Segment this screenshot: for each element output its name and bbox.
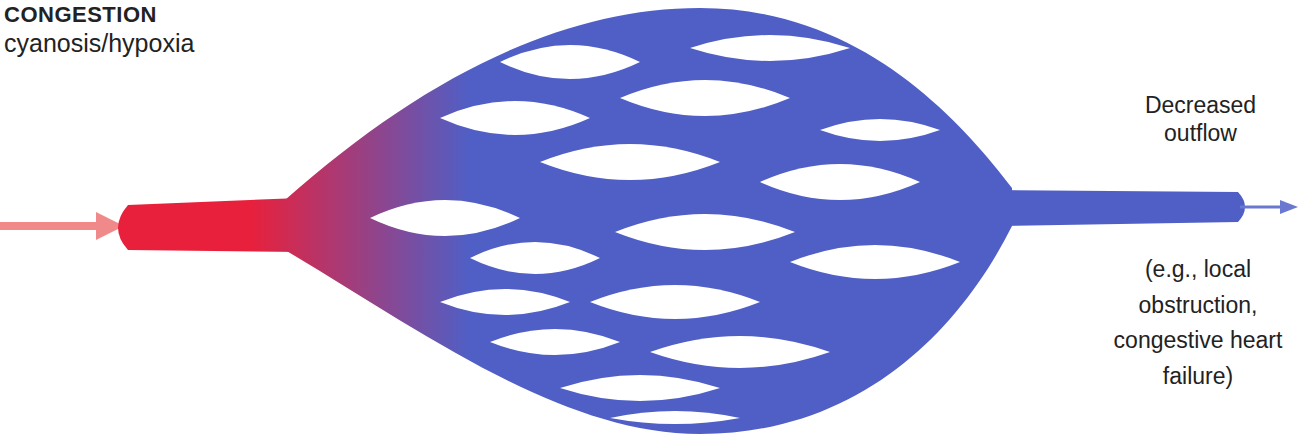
cause-note: (e.g., local obstruction, congestive hea… xyxy=(1112,252,1284,395)
diagram-title: CONGESTION xyxy=(4,2,157,28)
outflow-label: Decreased outflow xyxy=(1118,92,1283,147)
outflow-arrow xyxy=(1240,200,1298,214)
inflow-arrow xyxy=(0,212,124,240)
capillary-bed xyxy=(118,8,1245,434)
tissue-spaces xyxy=(370,35,960,424)
effect-label: cyanosis/hypoxia xyxy=(4,28,194,58)
